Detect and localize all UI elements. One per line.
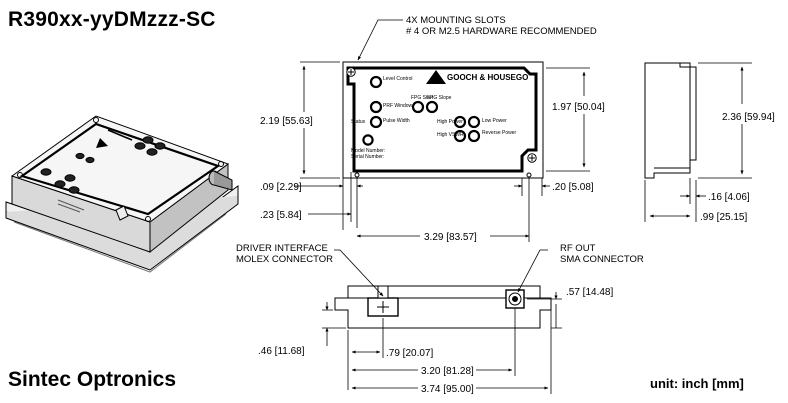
label-fpg-start: FPG Start xyxy=(411,95,434,101)
label-serial-number: Serial Number: xyxy=(351,154,384,160)
brand-label: GOOCH & HOUSEGO xyxy=(447,73,528,82)
label-level-control: Level Control xyxy=(383,76,412,82)
units-label: unit: inch [mm] xyxy=(650,376,744,391)
mounting-note-line1: 4X MOUNTING SLOTS xyxy=(406,15,506,26)
driver-note-line2: MOLEX CONNECTOR xyxy=(236,254,333,265)
dimension-lines xyxy=(294,19,752,394)
dim-1-97: 1.97 [50.04] xyxy=(552,102,605,113)
label-high-power: High Power xyxy=(437,119,463,125)
molex-connector-icon xyxy=(367,285,399,317)
dim-0-99: .99 [25.15] xyxy=(700,212,747,223)
mounting-screw-icon xyxy=(346,67,537,178)
driver-note-line1: DRIVER INTERFACE xyxy=(236,243,328,254)
dim-3-20: 3.20 [81.28] xyxy=(421,366,474,377)
dim-2-19: 2.19 [55.63] xyxy=(260,116,313,127)
control-knobs xyxy=(362,75,481,146)
label-status: Status xyxy=(351,119,366,125)
drawing-title: R390xx-yyDMzzz-SC xyxy=(8,8,216,31)
dim-0-57: .57 [14.48] xyxy=(566,287,613,298)
dim-3-74: 3.74 [95.00] xyxy=(421,384,474,395)
top-view: GOOCH & HOUSEGO Level Control PRF Window… xyxy=(342,61,544,179)
dim-0-23: .23 [5.84] xyxy=(260,210,302,221)
drawing-notes: 4X MOUNTING SLOTS # 4 OR M2.5 HARDWARE R… xyxy=(236,15,644,265)
label-reverse-power: Reverse Power xyxy=(482,130,517,136)
dim-0-79: .79 [20.07] xyxy=(386,348,433,359)
dim-0-09: .09 [2.29] xyxy=(260,182,302,193)
isometric-product-view xyxy=(5,115,239,273)
mounting-note-line2: # 4 OR M2.5 HARDWARE RECOMMENDED xyxy=(406,26,597,37)
rf-note-line1: RF OUT xyxy=(560,243,596,254)
side-view xyxy=(644,62,697,179)
company-name: Sintec Optronics xyxy=(8,368,177,391)
label-low-power: Low Power xyxy=(482,118,507,124)
label-high-vswr: High VSWR xyxy=(437,132,464,138)
label-fpg-slope: FPG Slope xyxy=(427,95,452,101)
label-pulse-width: Pulse Width xyxy=(383,118,410,124)
gooch-housego-logo-icon xyxy=(426,70,446,84)
dim-3-29: 3.29 [83.57] xyxy=(424,232,477,243)
label-model-number: Model Number: xyxy=(351,148,385,154)
rf-note-line2: SMA CONNECTOR xyxy=(560,254,644,265)
front-view xyxy=(334,285,552,329)
dim-0-20: .20 [5.08] xyxy=(552,182,594,193)
dim-0-16: .16 [4.06] xyxy=(708,192,750,203)
sma-connector-icon xyxy=(505,289,525,309)
label-prf-window: PRF Window xyxy=(383,103,413,109)
dim-2-36: 2.36 [59.94] xyxy=(722,112,775,123)
dim-0-46: .46 [11.68] xyxy=(258,346,305,357)
dimension-labels: 2.19 [55.63] 1.97 [50.04] .09 [2.29] .23… xyxy=(258,102,775,395)
